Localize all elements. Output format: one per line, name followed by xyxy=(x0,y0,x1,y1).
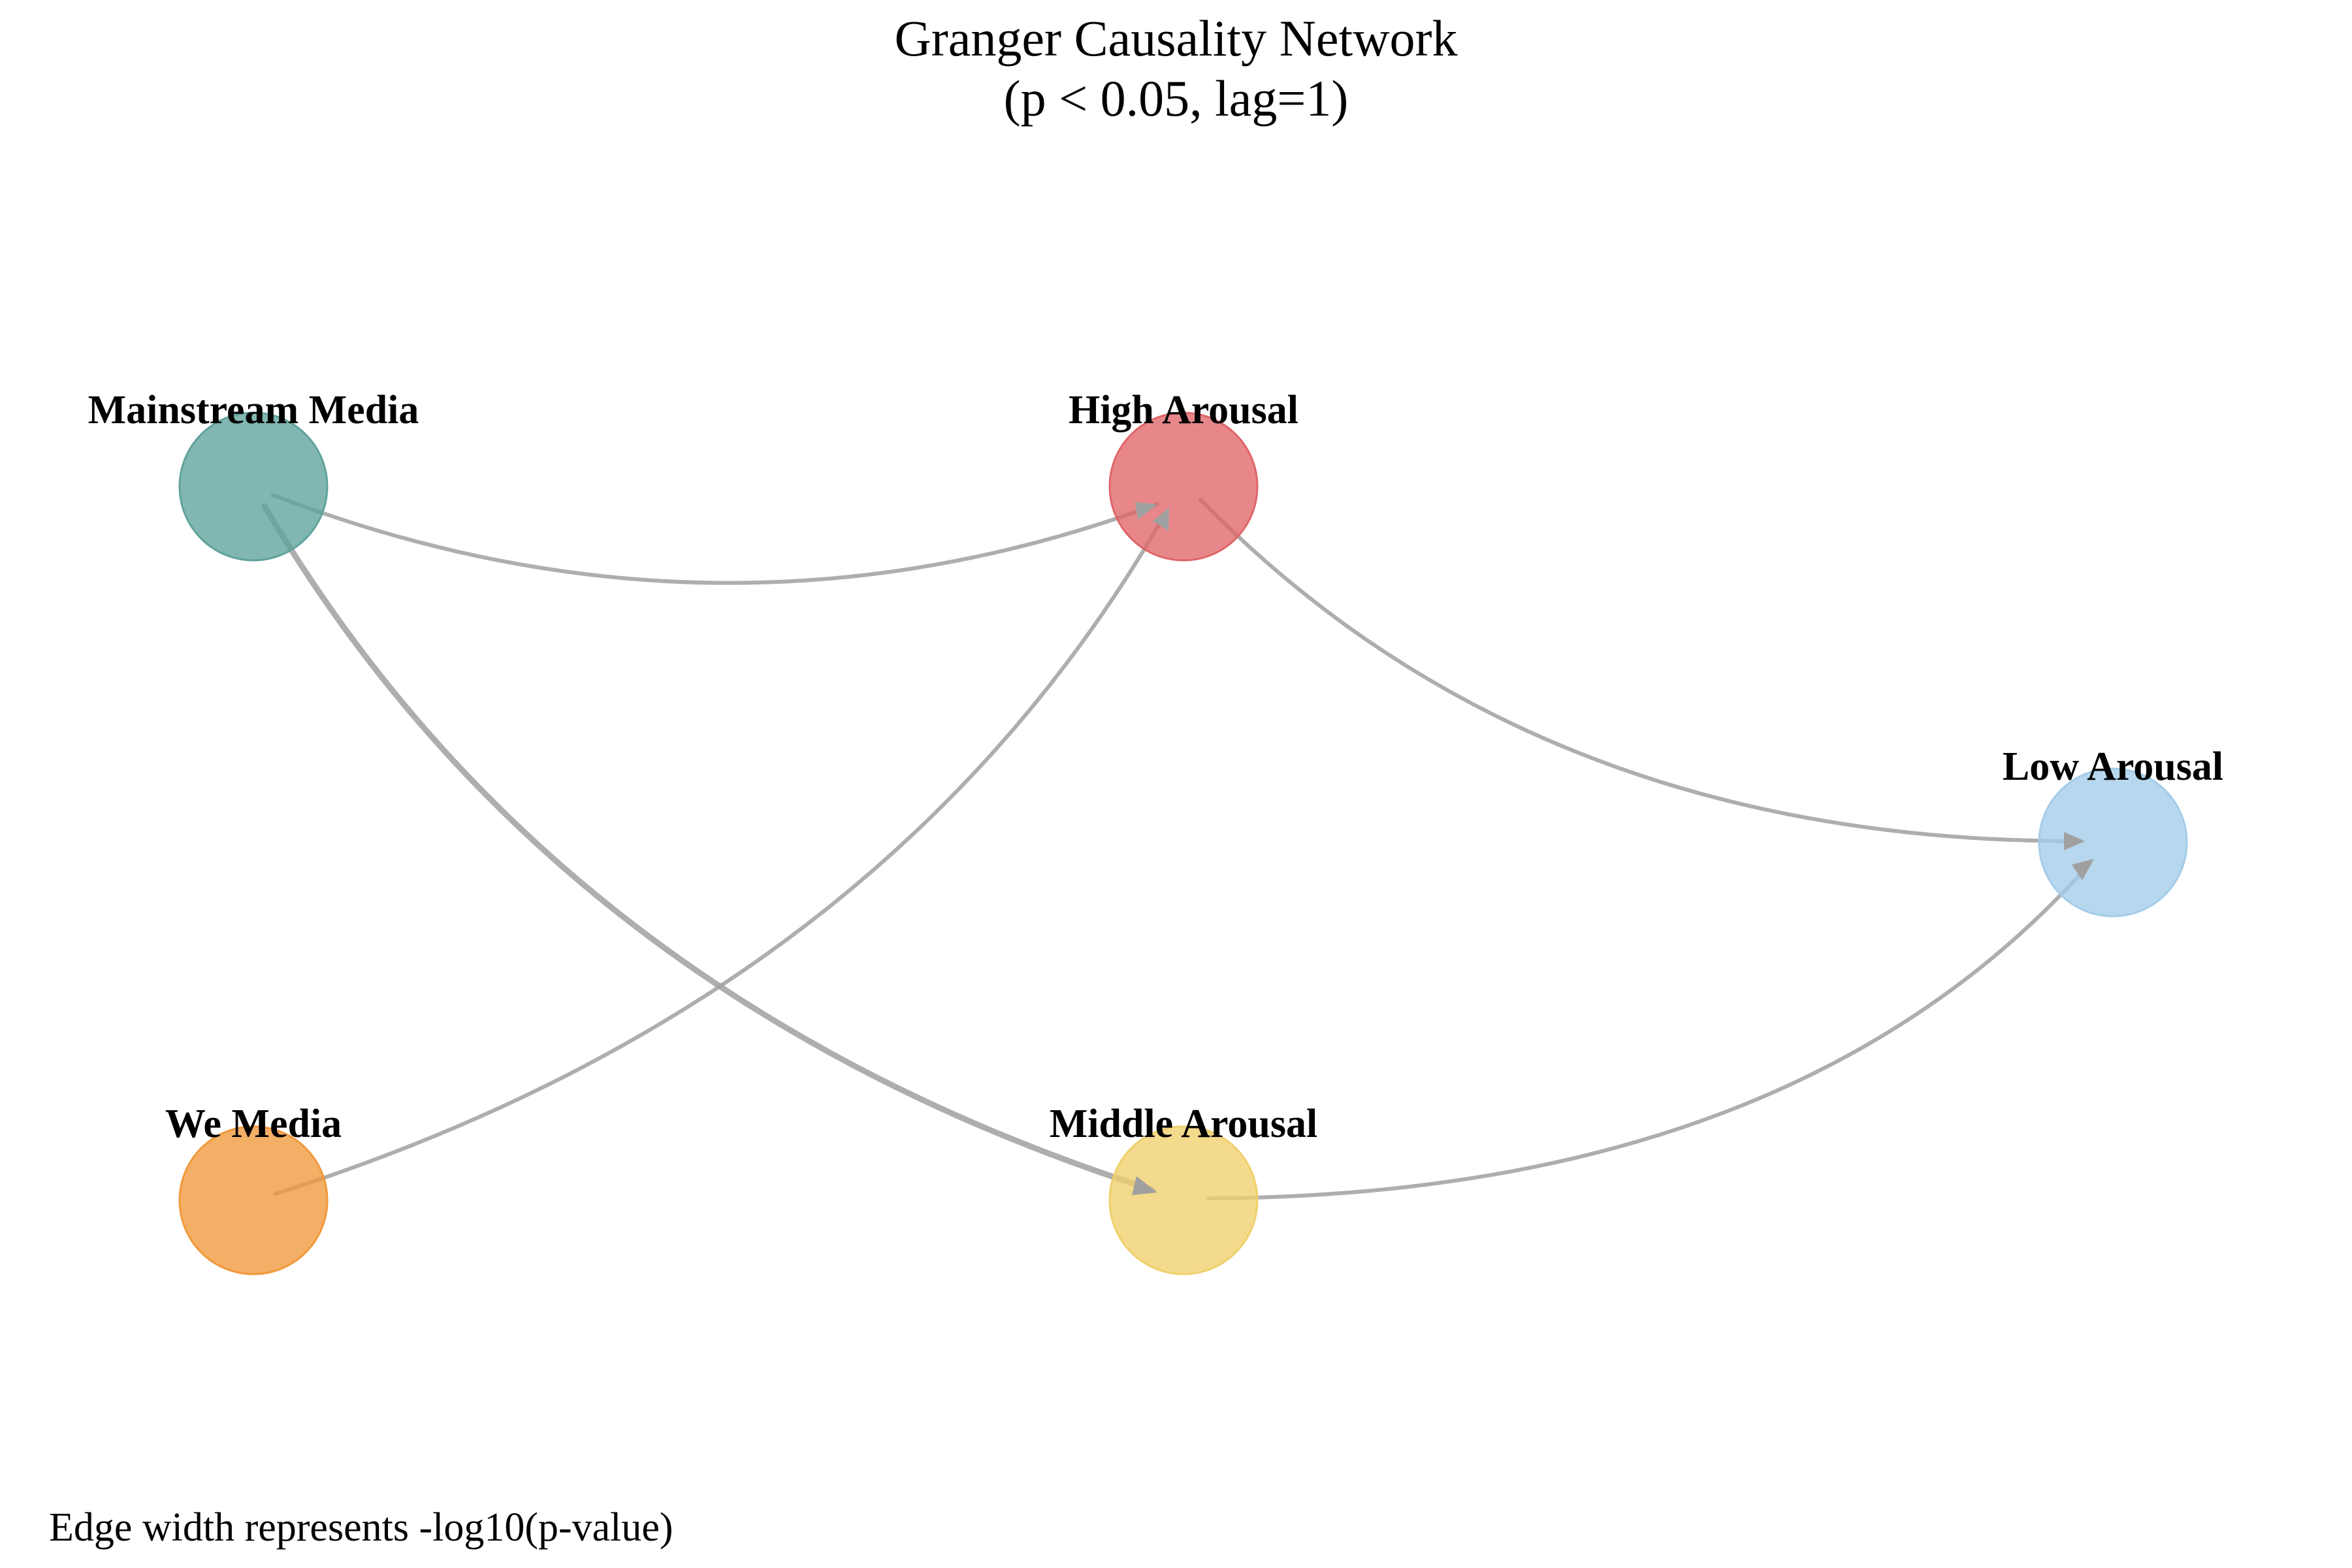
edge-middle-to-low xyxy=(1206,861,2092,1200)
node-label-middle-arousal: Middle Arousal xyxy=(1049,1102,1318,1146)
arrowheads-layer xyxy=(1132,502,2094,1195)
node-low-arousal[interactable] xyxy=(2038,767,2188,918)
arrowhead-to-high-from-we xyxy=(1153,507,1169,531)
diagram-title: Granger Causality Network xyxy=(894,10,1458,67)
edge-width-footnote: Edge width represents -log10(p-value) xyxy=(49,1505,673,1550)
edges-layer xyxy=(261,493,2092,1200)
node-we-media[interactable] xyxy=(178,1125,329,1275)
nodes-layer xyxy=(178,411,2188,1275)
edge-mainstream-to-middle xyxy=(261,503,1156,1193)
arrowhead-to-middle-from-mainstream xyxy=(1132,1176,1157,1195)
node-label-low-arousal: Low Arousal xyxy=(2002,744,2224,789)
edge-high-to-low xyxy=(1199,498,2082,844)
diagram-subtitle: (p < 0.05, lag=1) xyxy=(1003,70,1349,127)
edge-we-to-high xyxy=(274,511,1168,1196)
node-mainstream-media[interactable] xyxy=(178,411,329,562)
node-label-we-media: We Media xyxy=(165,1102,342,1146)
edge-mainstream-to-high xyxy=(271,493,1159,585)
node-label-high-arousal: High Arousal xyxy=(1068,388,1299,432)
arrowhead-to-low-from-high xyxy=(2064,832,2085,850)
arrowhead-to-high-from-mainstream xyxy=(1135,502,1157,520)
node-label-mainstream-media: Mainstream Media xyxy=(88,388,419,432)
node-high-arousal[interactable] xyxy=(1108,411,1259,562)
node-middle-arousal[interactable] xyxy=(1108,1125,1259,1275)
arrowhead-to-low-from-middle xyxy=(2072,859,2094,880)
